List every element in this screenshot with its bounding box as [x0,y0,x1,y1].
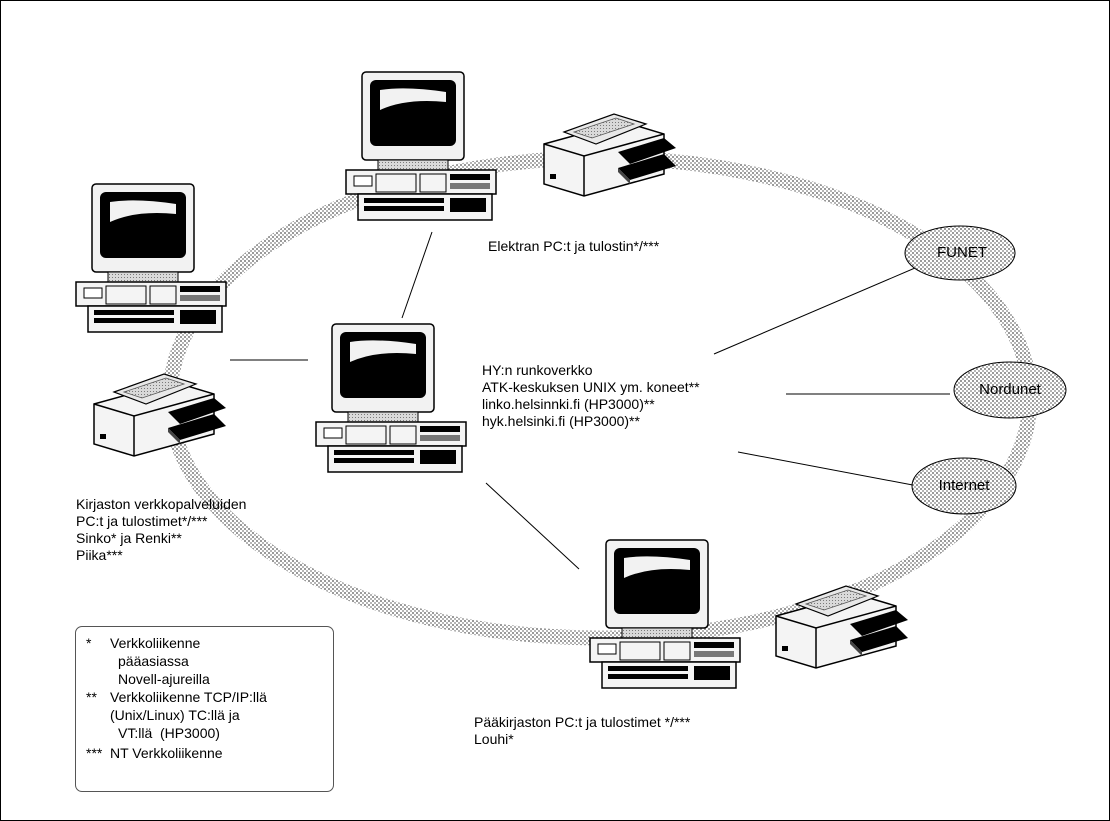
legend-text: Verkkoliikenne TCP/IP:llä [110,689,267,705]
legend-mark: *** [86,745,103,761]
legend-item: ** Verkkoliikenne TCP/IP:llä [86,689,267,706]
legend-text: VT:llä (HP3000) [118,725,220,741]
kirjasto-line: Piika*** [76,547,123,563]
paakirjasto-line: Louhi* [474,731,514,747]
paakirjasto-pc-icon [589,539,741,689]
legend-item: * Verkkoliikenne [86,635,200,652]
legend-text: Verkkoliikenne [110,635,201,651]
legend-text: Novell-ajureilla [118,671,210,687]
center-line: hyk.helsinki.fi (HP3000)** [482,413,640,429]
funet-label: FUNET [937,244,987,261]
center-line: linko.helsinnki.fi (HP3000)** [482,396,655,412]
link-funet [713,264,923,355]
center-line: HY:n runkoverkko [482,362,593,378]
funet-cloud [904,225,1016,281]
legend-mark: ** [86,689,97,705]
legend-mark: * [86,635,92,651]
paakirjasto-printer-icon [775,585,909,669]
kirjasto-printer-icon [93,373,227,457]
nordunet-cloud [953,361,1067,419]
elektra-printer-icon [543,113,677,197]
legend-text: NT Verkkoliikenne [110,745,223,761]
center-line: ATK-keskuksen UNIX ym. koneet** [482,379,700,395]
kirjasto-pc-icon [75,183,227,333]
kirjasto-line: Sinko* ja Renki** [76,530,182,546]
legend-text: (Unix/Linux) TC:llä ja [110,707,240,723]
kirjasto-line: PC:t ja tulostimet*/*** [76,513,208,529]
legend-text: pääasiassa [118,653,189,669]
nordunet-label: Nordunet [979,381,1041,398]
legend-box: * Verkkoliikenne pääasiassa Novell-ajurei… [75,626,334,792]
link-center-paakirjasto [485,482,580,570]
link-internet [737,451,919,487]
center-pc-icon [315,323,467,473]
paakirjasto-line: Pääkirjaston PC:t ja tulostimet */*** [474,714,691,730]
kirjasto-line: Kirjaston verkkopalveluiden [76,496,247,512]
elektra-pc-icon [345,71,497,221]
link-center-elektra [401,231,433,319]
legend-item: *** NT Verkkoliikenne [86,745,223,762]
elektra-label: Elektran PC:t ja tulostin*/*** [488,238,660,254]
internet-label: Internet [938,477,990,494]
internet-cloud [911,457,1017,515]
